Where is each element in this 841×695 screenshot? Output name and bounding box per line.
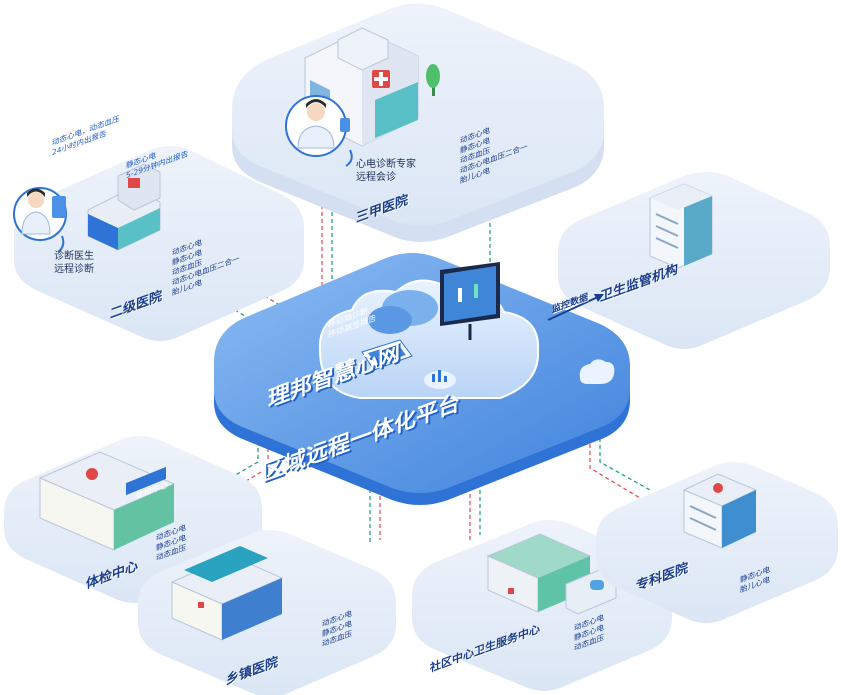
community-building-icon [486,533,617,615]
top-hospital-platform [232,3,604,243]
health-dept-platform [558,172,830,349]
county-building-icon [87,163,161,251]
mobile-phone-icon [361,339,413,371]
specialty-building-icon [682,473,758,549]
chart-cloud-icon [424,370,456,389]
county-hospital-note: 诊断医生 远程诊断 [54,250,94,276]
top-note-line1: 心电诊断专家 [356,159,416,170]
top-note-line2: 远程会诊 [356,172,396,183]
exam-building-icon [38,451,176,551]
doctor-avatar-icon [285,95,353,167]
county-note-line2: 远程诊断 [54,264,94,275]
top-hospital-note: 心电诊断专家 远程会诊 [356,158,416,184]
monitor-screen-icon [440,262,500,340]
small-cloud-icon [579,359,615,384]
county-doctor-avatar-icon [13,187,67,253]
township-platform [138,530,396,695]
link-spec-green [599,424,651,491]
specialty-platform [596,462,838,623]
township-building-icon [170,546,284,641]
link-spec-red [589,430,641,499]
monitor-arrow-icon [547,294,604,321]
county-note-line1: 诊断医生 [54,251,94,262]
office-building-icon [649,183,713,269]
central-platform [214,253,630,505]
county-hospital-platform [13,146,304,341]
